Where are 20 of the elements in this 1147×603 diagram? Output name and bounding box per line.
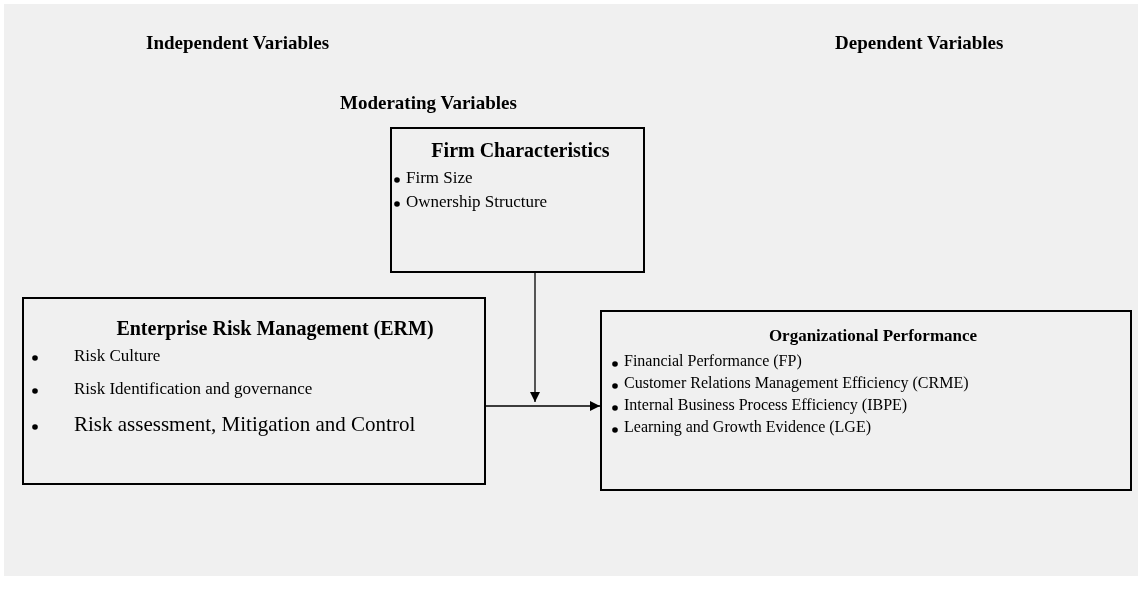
bullet-item: Risk assessment, Mitigation and Control <box>74 412 416 436</box>
bullet-item: Firm Size <box>406 168 473 187</box>
bullet-item: Internal Business Process Efficiency (IBPE) <box>624 396 908 413</box>
variable-box <box>600 310 1132 491</box>
box-heading: Enterprise Risk Management (ERM) <box>116 317 434 340</box>
box-heading: Organizational Performance <box>768 326 978 346</box>
section-heading: Independent Variables <box>146 32 330 54</box>
section-heading: Moderating Variables <box>340 92 517 114</box>
arrow <box>530 272 540 403</box>
bullet-item: Risk Identification and governance <box>74 379 313 398</box>
bullet-item: Financial Performance (FP) <box>624 352 802 369</box>
bullet-item: Learning and Growth Evidence (LGE) <box>624 418 871 435</box>
arrow <box>485 401 601 411</box>
section-heading: Dependent Variables <box>835 32 1004 54</box>
bullet-item: Risk Culture <box>74 346 161 365</box>
bullet-item: Customer Relations Management Efficiency (CRME) <box>624 374 969 391</box>
variable-box <box>390 127 645 273</box>
variable-box <box>22 297 486 485</box>
bullet-item: Ownership Structure <box>406 192 548 211</box>
box-heading: Firm Characteristics <box>431 139 610 162</box>
